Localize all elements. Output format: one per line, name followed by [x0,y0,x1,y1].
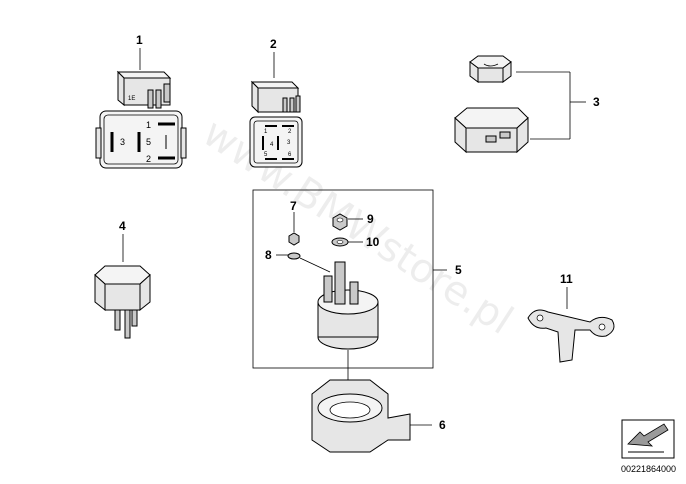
part-8-washer[interactable] [276,252,331,273]
relay1-pin-5: 5 [146,137,151,147]
part-1-relay[interactable]: 1E [95,48,187,169]
callout-8: 8 [265,248,272,262]
document-number: 00221864000 [621,464,676,474]
part-9-nut[interactable] [332,213,363,231]
relay1-pin-2: 2 [146,154,151,164]
part-6-holder[interactable] [311,379,432,453]
part-5-assembly-frame[interactable] [252,189,447,369]
callout-4: 4 [119,219,126,233]
callout-7: 7 [290,199,297,213]
relay2-pin-3: 3 [287,140,291,146]
relay2-pin-5: 5 [264,152,268,158]
part-5-actuator[interactable] [317,261,379,380]
callout-5: 5 [455,263,462,277]
relay2-pin-4: 4 [270,142,274,148]
relay1-pin-3: 3 [120,137,125,147]
relay1-pin-1: 1 [146,120,151,130]
document-arrow-icon [621,419,675,459]
callout-6: 6 [439,418,446,432]
part-2-relay[interactable] [249,52,303,168]
callout-2: 2 [270,37,277,51]
callout-3: 3 [593,95,600,109]
callout-1: 1 [136,33,143,47]
relay2-pin-2: 2 [288,129,292,135]
svg-text:1E: 1E [128,96,135,102]
callout-10: 10 [366,235,380,249]
part-11-key[interactable] [527,287,615,363]
part-4-relay[interactable] [94,234,151,339]
part-3-relay-with-cap[interactable] [454,55,586,154]
relay2-pin-6: 6 [288,152,292,158]
relay2-pin-1: 1 [264,129,268,135]
callout-9: 9 [367,212,374,226]
part-7-screw[interactable] [288,212,300,246]
callout-11: 11 [560,272,573,286]
part-10-washer[interactable] [331,237,363,247]
